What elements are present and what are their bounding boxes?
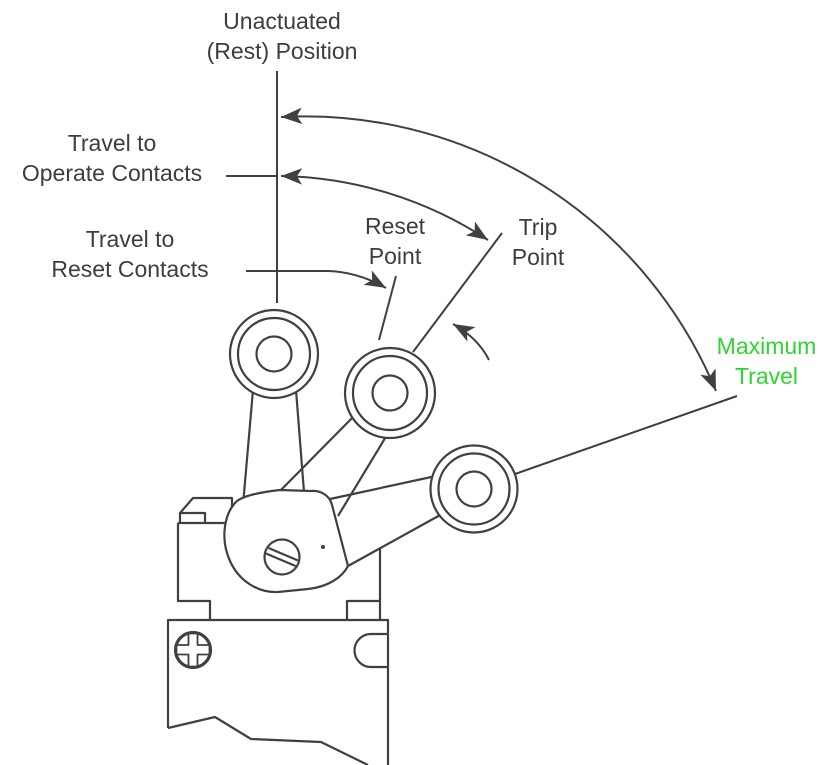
travel-operate-line1: Travel to [67,130,157,156]
maximum-travel-line [514,395,738,475]
hub-detail-dot [321,545,325,549]
lever-arm-rest-position [241,389,306,506]
roller-rest-position [228,308,320,400]
reset-point-tick [378,275,397,341]
maximum-travel-label: Maximum Travel [694,331,825,391]
maximum-travel-arc [280,107,717,392]
travel-operate-line2: Operate Contacts [21,160,203,186]
head-tab-inner-edge [180,511,207,523]
reset-point-line1: Reset [364,213,426,239]
roller-mid-position [343,346,437,440]
switch-body [166,496,390,765]
lever-assembly [223,308,519,594]
maximum-travel-line1: Maximum [716,333,817,359]
travel-reset-line2: Reset Contacts [51,256,209,282]
maximum-travel-line2: Travel [734,363,799,389]
unactuated-position-label: Unactuated (Rest) Position [172,6,392,66]
trip-point-line [412,232,503,353]
reset-point-label: Reset Point [345,211,445,271]
switch-lower-body [166,618,390,765]
trip-point-label: Trip Point [488,212,588,272]
differential-arc [452,323,490,361]
reset-point-line2: Point [368,243,422,269]
reset-travel-leader [246,270,387,289]
trip-point-line2: Point [511,244,565,270]
travel-to-operate-label: Travel to Operate Contacts [2,128,222,188]
unactuated-label-line1: Unactuated [223,8,341,34]
travel-to-reset-label: Travel to Reset Contacts [20,224,240,284]
pivot-screw-slot [265,546,299,568]
pivot-screw-icon [263,538,301,576]
operate-travel-arc [280,168,489,241]
lever-arm-max-position [329,474,443,567]
travel-reset-line1: Travel to [85,226,175,252]
unactuated-label-line2: (Rest) Position [206,38,358,64]
mounting-screw-cross [175,632,211,668]
switch-head-outline [176,521,382,620]
annotation-layer [226,71,738,475]
roller-max-position [429,444,519,534]
trip-point-line1: Trip [518,214,558,240]
lever-arm-mid-position [277,411,391,517]
body-side-notch [353,632,388,669]
